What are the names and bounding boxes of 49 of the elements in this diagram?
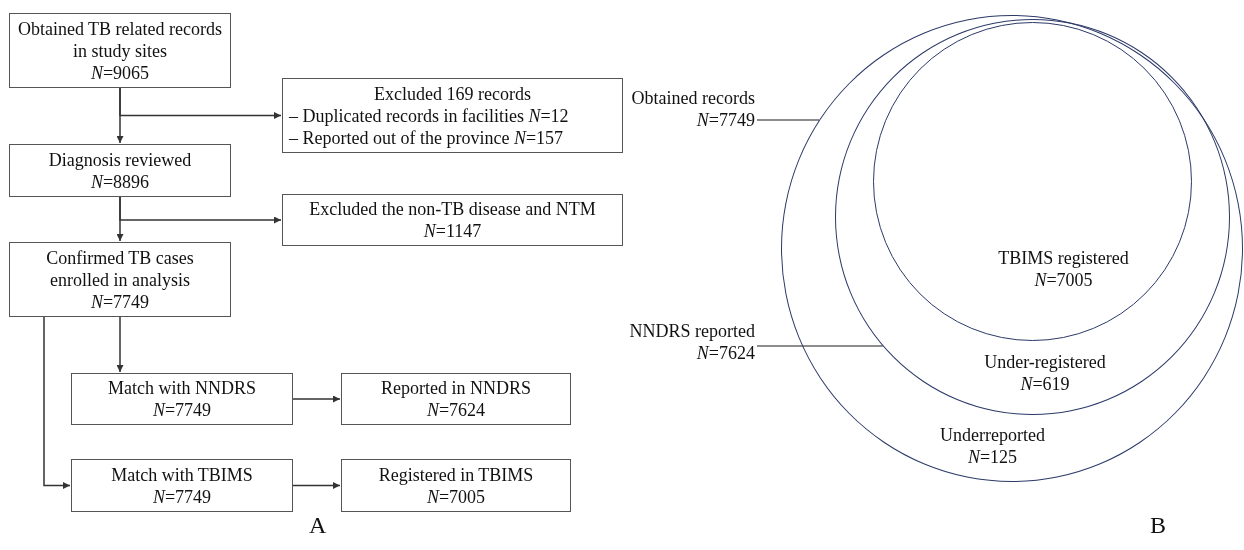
set-ellipse (781, 15, 1243, 482)
set-label: TBIMS registered (998, 246, 1129, 269)
process-box (341, 373, 571, 425)
box-text: Excluded the non-TB disease and NTM (309, 198, 596, 220)
exclusion-box (282, 78, 623, 153)
box-text: Reported in NNDRS (381, 377, 531, 399)
set-label: N=125 (966, 445, 1019, 468)
panel-letter: A (309, 512, 327, 539)
process-box (341, 459, 571, 512)
arrow (116, 316, 124, 373)
box-text: – Reported out of the province N=157 (289, 126, 564, 149)
arrow (292, 482, 341, 489)
box-text: Obtained TB related records in study sites (16, 17, 224, 62)
box-text: Registered in TBIMS (378, 463, 534, 486)
callout-label: N=7749 (696, 109, 755, 131)
process-box (9, 242, 231, 317)
leader-line (756, 345, 884, 347)
process-box (9, 13, 231, 88)
box-text: Diagnosis reviewed (48, 148, 192, 171)
box-text: N=9065 (90, 61, 150, 84)
box-text: N=7749 (152, 399, 212, 421)
box-text: – Duplicated records in facilities N=12 (289, 104, 569, 127)
arrow (43, 316, 71, 489)
callout-label: NNDRS reported (629, 320, 755, 342)
box-text: Match with NNDRS (108, 377, 256, 399)
arrow (116, 196, 124, 242)
box-text: Excluded 169 records (374, 82, 531, 105)
callout-label: Obtained records (631, 87, 755, 109)
set-label: N=619 (1019, 373, 1071, 395)
box-text: Match with TBIMS (111, 463, 253, 486)
arrow (292, 395, 341, 403)
arrow (116, 87, 124, 144)
set-label: Underreported (940, 423, 1045, 446)
box-text: N=7005 (426, 485, 486, 508)
box-text: N=1147 (423, 220, 482, 242)
box-text: N=8896 (90, 170, 150, 193)
process-box (71, 373, 293, 425)
callout-label: N=7624 (696, 342, 755, 364)
process-box (71, 459, 293, 512)
leader-line (756, 119, 820, 121)
process-box (9, 144, 231, 197)
box-text: N=7624 (426, 399, 486, 421)
panel-letter: B (1150, 512, 1166, 539)
process-box (282, 194, 623, 246)
set-label: Under-registered (984, 351, 1106, 373)
box-text: Confirmed TB cases enrolled in analysis (45, 246, 195, 291)
box-text: N=7749 (152, 485, 212, 508)
box-text: N=7749 (90, 290, 150, 313)
set-label: N=7005 (1033, 268, 1094, 291)
